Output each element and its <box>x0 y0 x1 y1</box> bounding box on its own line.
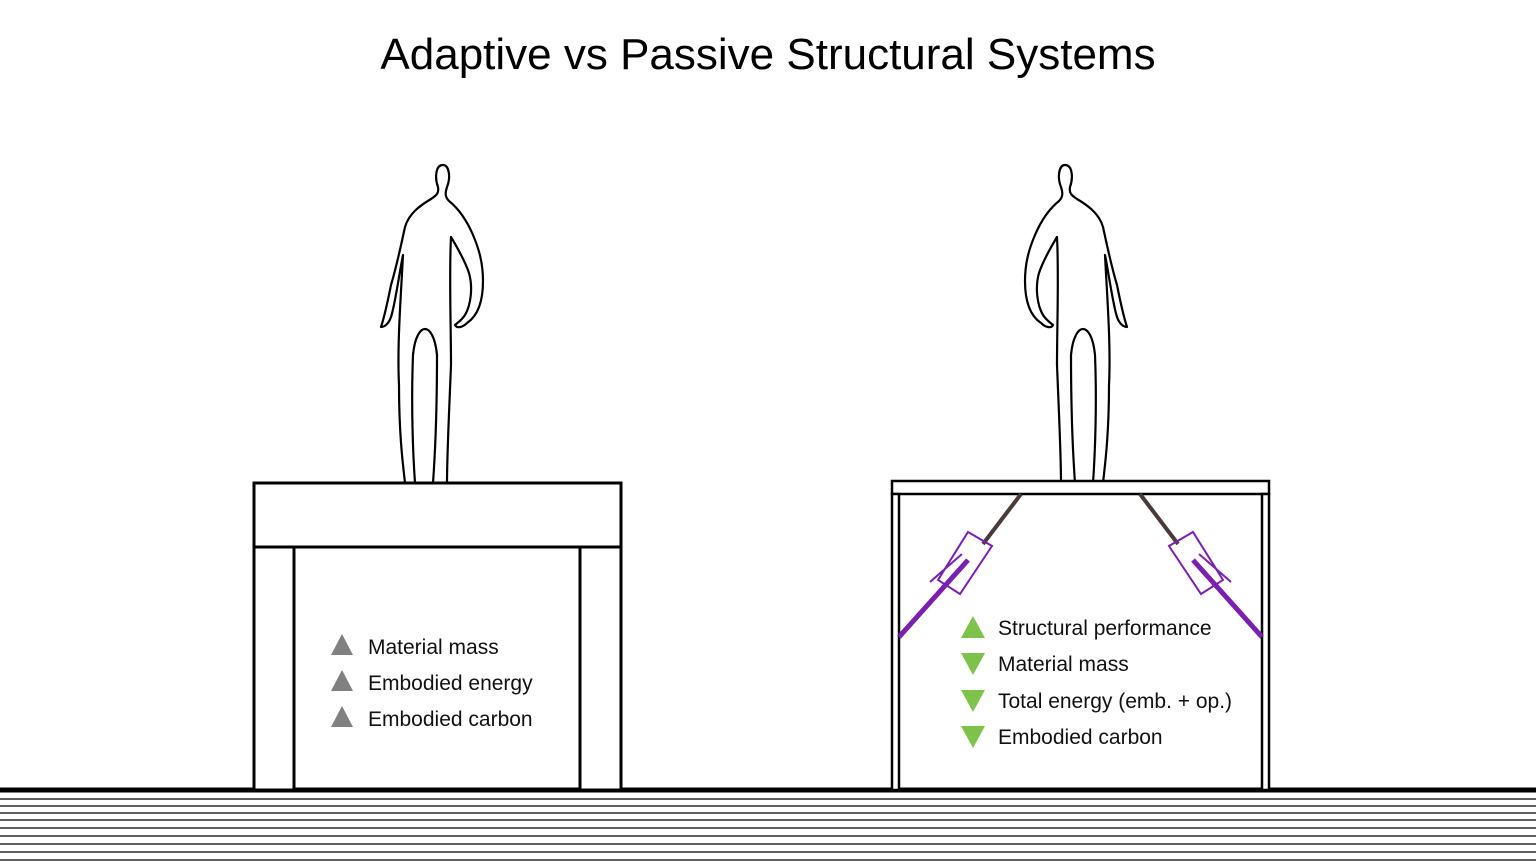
passive-column-left <box>252 545 296 792</box>
passive-column-right <box>578 545 623 792</box>
down-arrow-icon <box>961 690 985 712</box>
actuator-left <box>897 492 1023 639</box>
passive-legend: Material mass Embodied energy Embodied c… <box>331 634 533 731</box>
adaptive-item: Embodied carbon <box>961 726 1163 749</box>
actuator-housing-left <box>936 530 994 596</box>
adaptive-item-label: Material mass <box>998 653 1129 676</box>
passive-beam <box>252 481 623 549</box>
adaptive-item: Material mass <box>961 653 1129 676</box>
diagram-title: Adaptive vs Passive Structural Systems <box>380 30 1156 79</box>
passive-item-label: Material mass <box>368 636 499 659</box>
ground <box>0 787 1536 861</box>
adaptive-structure: Structural performance Material mass Tot… <box>890 163 1271 792</box>
passive-item: Embodied energy <box>331 670 533 695</box>
adaptive-column-left <box>890 492 901 792</box>
cable-left <box>981 492 1023 546</box>
adaptive-legend: Structural performance Material mass Tot… <box>961 616 1232 749</box>
adaptive-item-label: Structural performance <box>998 617 1212 640</box>
actuator-rod-right <box>1198 553 1232 583</box>
passive-item-label: Embodied carbon <box>368 708 533 731</box>
actuator-arm-left <box>897 558 970 639</box>
adaptive-column-right <box>1260 492 1271 792</box>
actuator-right <box>1138 492 1264 639</box>
person-figure-passive <box>379 163 485 485</box>
down-arrow-icon <box>961 726 985 748</box>
person-figure-adaptive <box>1023 163 1129 485</box>
adaptive-item: Structural performance <box>961 616 1212 640</box>
passive-item: Material mass <box>331 634 499 659</box>
passive-structure: Material mass Embodied energy Embodied c… <box>252 163 623 792</box>
up-arrow-icon <box>961 616 985 638</box>
adaptive-item: Total energy (emb. + op.) <box>961 690 1232 713</box>
up-arrow-icon <box>331 634 353 655</box>
actuator-rod-left <box>929 553 963 583</box>
actuator-arm-right <box>1191 558 1264 639</box>
passive-item: Embodied carbon <box>331 706 533 731</box>
up-arrow-icon <box>331 706 353 727</box>
adaptive-item-label: Embodied carbon <box>998 726 1163 749</box>
adaptive-item-label: Total energy (emb. + op.) <box>998 690 1232 713</box>
cable-right <box>1138 492 1180 546</box>
adaptive-beam <box>890 479 1271 496</box>
actuator-housing-right <box>1167 530 1225 596</box>
passive-item-label: Embodied energy <box>368 672 533 695</box>
down-arrow-icon <box>961 653 985 675</box>
up-arrow-icon <box>331 670 353 691</box>
